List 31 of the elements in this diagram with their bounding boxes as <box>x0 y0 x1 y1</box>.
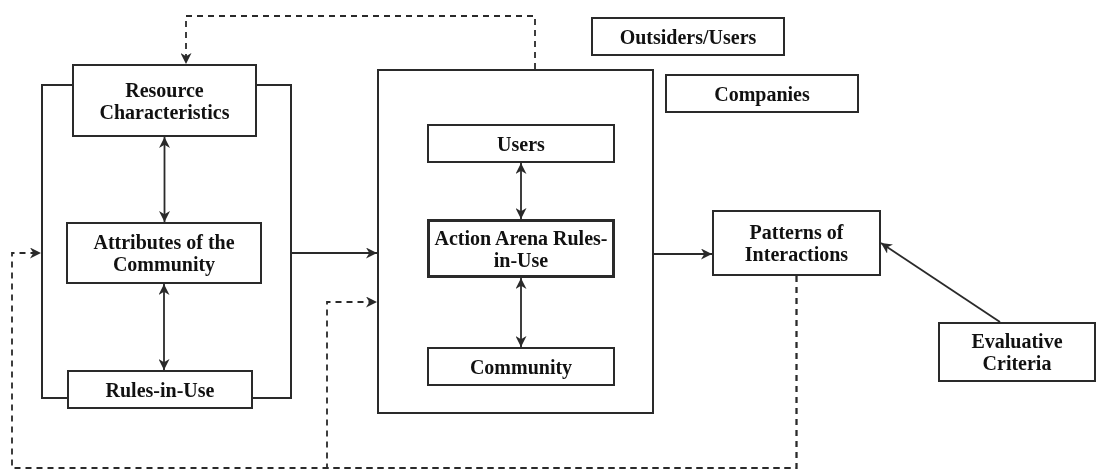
process-box <box>67 370 253 409</box>
dashed-arrow <box>180 15 536 70</box>
bracket-frame <box>41 64 292 409</box>
process-box <box>938 322 1096 382</box>
box-label: Evaluative Criteria <box>970 330 1064 374</box>
arrow <box>880 242 1001 323</box>
arrow <box>653 248 713 260</box>
box-label: Attributes of the Community <box>92 231 236 275</box>
arrow <box>159 136 170 223</box>
arrow <box>515 162 527 220</box>
process-box <box>427 219 615 278</box>
process-box <box>427 124 615 163</box>
box-label: Community <box>469 355 573 378</box>
process-box <box>591 17 785 56</box>
arrow <box>291 247 378 259</box>
box-label: Patterns of Interactions <box>743 221 850 265</box>
box-label: Rules-in-Use <box>105 378 215 401</box>
process-box <box>665 74 859 113</box>
group-box <box>377 69 654 414</box>
process-box <box>72 64 257 137</box>
arrow <box>158 283 170 371</box>
box-label: Action Arena Rules-in-Use <box>433 226 609 271</box>
dashed-arrow <box>326 275 798 469</box>
box-label: Resource Characteristics <box>98 78 231 123</box>
process-box <box>712 210 881 276</box>
box-label: Companies <box>714 82 810 105</box>
process-box <box>66 222 262 284</box>
box-label: Users <box>497 132 545 155</box>
arrow <box>515 277 527 348</box>
process-box <box>427 347 615 386</box>
box-label: Outsiders/Users <box>619 25 757 48</box>
